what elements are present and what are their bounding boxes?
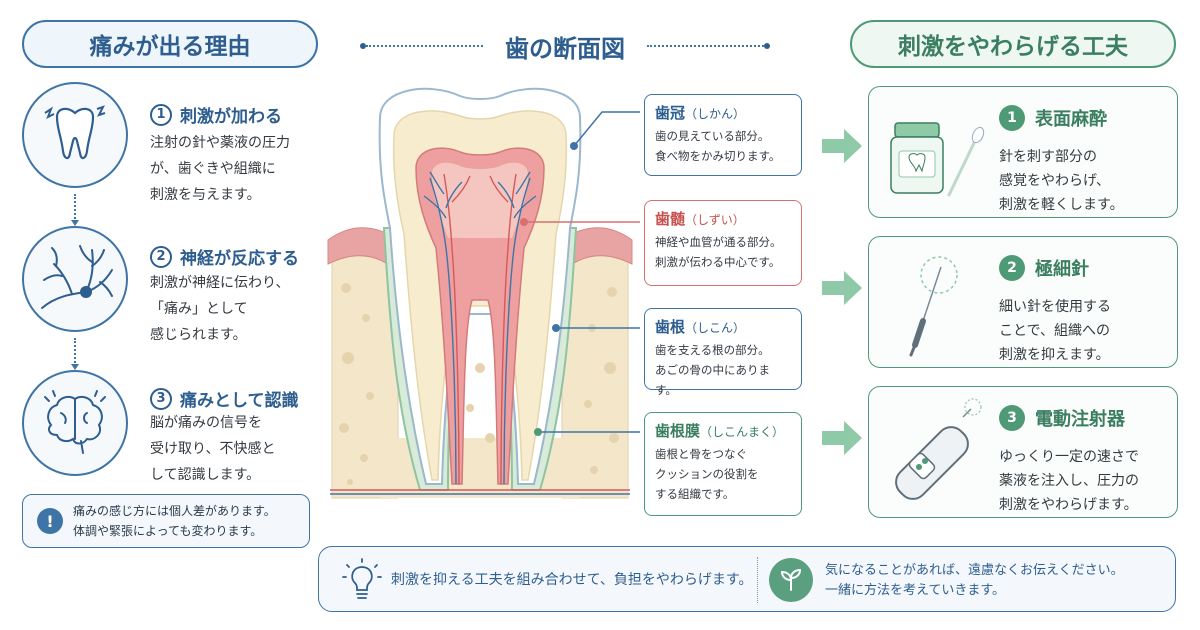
label-ligament-name: 歯根膜 xyxy=(655,422,701,440)
leader-lines xyxy=(538,111,640,433)
label-crown-title: 歯冠（しかん） xyxy=(655,102,791,123)
method-2-heading: 2 極細針 xyxy=(999,255,1089,281)
reason-1-title: 刺激が加わる xyxy=(180,107,282,127)
arrow-right-icon xyxy=(822,421,862,455)
right-title-text: 刺激をやわらげる工夫 xyxy=(898,34,1128,60)
reason-1: 1 刺激が加わる 注射の針や薬液の圧力 が、歯ぐきや組織に 刺激を与えます。 xyxy=(22,82,322,212)
label-ligament-reading: （しこんまく） xyxy=(700,425,785,439)
exclamation-icon: ! xyxy=(37,508,63,534)
method-3-title: 電動注射器 xyxy=(1035,409,1125,430)
reason-3-title: 痛みとして認識 xyxy=(180,391,299,411)
fine-needle-icon xyxy=(909,256,958,357)
reason-1-heading: 1 刺激が加わる xyxy=(150,102,282,127)
title-rule-left xyxy=(366,45,483,47)
bottom-banner: 刺激を抑える工夫を組み合わせて、負担をやわらげます。 気になることがあれば、遠慮… xyxy=(318,546,1176,612)
label-crown: 歯冠（しかん） 歯の見えている部分。 食べ物をかみ切ります。 xyxy=(644,94,802,176)
method-1: 1 表面麻酔 針を刺す部分の 感覚をやわらげ、 刺激を軽くします。 xyxy=(868,86,1178,218)
label-pulp-title: 歯髄（しずい） xyxy=(655,208,791,229)
pointer-root xyxy=(552,324,560,332)
label-pulp-reading: （しずい） xyxy=(685,213,745,227)
pointer-ligament xyxy=(534,428,542,436)
method-1-title: 表面麻酔 xyxy=(1035,109,1107,130)
reason-2-heading: 2 神経が反応する xyxy=(150,244,299,269)
banner-divider xyxy=(757,557,758,603)
reason-1-body: 注射の針や薬液の圧力 が、歯ぐきや組織に 刺激を与えます。 xyxy=(150,135,290,203)
note-text: 痛みの感じ方には個人差があります。 体調や緊張によっても変わります。 xyxy=(73,504,276,538)
reason-2-body: 刺激が神経に伝わり、 「痛み」として 感じられます。 xyxy=(150,275,290,343)
label-pulp-desc: 神経や血管が通る部分。 刺激が伝わる中心です。 xyxy=(655,235,782,269)
method-2-body: 細い針を使用する ことで、組織への 刺激を抑えます。 xyxy=(999,299,1111,363)
tooth-cross-section xyxy=(327,87,640,499)
support-message: 気になることがあれば、遠慮なくお伝えください。 一緒に方法を考えていきます。 xyxy=(825,563,1124,598)
sprout-icon xyxy=(769,558,813,602)
label-root: 歯根（しこん） 歯を支える根の部分。 あごの骨の中にあります。 xyxy=(644,308,802,397)
label-root-desc: 歯を支える根の部分。 あごの骨の中にあります。 xyxy=(655,343,770,397)
reason-connector-2 xyxy=(71,338,79,370)
pointer-crown xyxy=(570,142,578,150)
label-crown-desc: 歯の見えている部分。 食べ物をかみ切ります。 xyxy=(655,129,781,163)
individual-difference-note: ! 痛みの感じ方には個人差があります。 体調や緊張によっても変わります。 xyxy=(22,494,310,548)
label-ligament: 歯根膜（しこんまく） 歯根と骨をつなぐ クッションの役割を する組織です。 xyxy=(644,412,802,516)
arrow-right-icon xyxy=(822,271,862,305)
reason-2-title: 神経が反応する xyxy=(180,249,299,269)
title-dot-left xyxy=(360,43,366,49)
title-rule-right xyxy=(647,45,764,47)
center-title-text: 歯の断面図 xyxy=(505,34,625,63)
method-1-heading: 1 表面麻酔 xyxy=(999,105,1107,131)
lightbulb-icon xyxy=(342,558,382,599)
arrow-right-icon xyxy=(822,129,862,163)
label-ligament-title: 歯根膜（しこんまく） xyxy=(655,420,791,441)
label-pulp-name: 歯髄 xyxy=(655,210,686,228)
reason-3-number: 3 xyxy=(150,387,172,410)
nerve-icon xyxy=(22,226,128,332)
pulp-chamber-highlight xyxy=(432,162,528,238)
method-2: 2 極細針 細い針を使用する ことで、組織への 刺激を抑えます。 xyxy=(868,236,1178,368)
method-2-title: 極細針 xyxy=(1035,259,1089,280)
center-section-title: 歯の断面図 xyxy=(360,22,770,70)
nerves-vessels xyxy=(423,171,537,485)
label-ligament-desc: 歯根と骨をつなぐ クッションの役割を する組織です。 xyxy=(655,447,759,501)
method-3: 3 電動注射器 ゆっくり一定の速さで 薬液を注入し、圧力の 刺激をやわらげます。 xyxy=(868,386,1178,518)
method-1-body: 針を刺す部分の 感覚をやわらげ、 刺激を軽くします。 xyxy=(999,149,1124,213)
title-dot-right xyxy=(764,43,770,49)
reason-3-heading: 3 痛みとして認識 xyxy=(150,386,299,411)
anesthetic-gel-icon xyxy=(890,122,985,197)
pointer-pulp xyxy=(520,218,528,226)
label-root-reading: （しこん） xyxy=(685,321,746,335)
label-crown-reading: （しかん） xyxy=(685,107,746,121)
reason-3: 3 痛みとして認識 脳が痛みの信号を 受け取り、不快感と して認識します。 xyxy=(22,370,322,490)
tooth-pain-icon xyxy=(22,82,128,188)
electric-syringe-icon xyxy=(895,398,982,500)
reason-2-number: 2 xyxy=(150,245,172,268)
label-root-title: 歯根（しこん） xyxy=(655,316,791,337)
left-title-text: 痛みが出る理由 xyxy=(89,34,251,60)
method-2-number: 2 xyxy=(999,255,1025,281)
left-section-title: 痛みが出る理由 xyxy=(22,20,318,68)
bone-pores xyxy=(339,283,619,485)
method-3-body: ゆっくり一定の速さで 薬液を注入し、圧力の 刺激をやわらげます。 xyxy=(999,449,1139,513)
label-root-name: 歯根 xyxy=(655,318,686,336)
method-3-heading: 3 電動注射器 xyxy=(999,405,1125,431)
tip-text: 刺激を抑える工夫を組み合わせて、負担をやわらげます。 xyxy=(391,572,753,588)
brain-icon xyxy=(22,370,128,476)
method-1-number: 1 xyxy=(999,105,1025,131)
reason-2: 2 神経が反応する 刺激が神経に伝わり、 「痛み」として 感じられます。 xyxy=(22,226,322,356)
reason-1-number: 1 xyxy=(150,103,172,126)
label-pulp: 歯髄（しずい） 神経や血管が通る部分。 刺激が伝わる中心です。 xyxy=(644,200,802,286)
method-3-number: 3 xyxy=(999,405,1025,431)
reason-3-body: 脳が痛みの信号を 受け取り、不快感と して認識します。 xyxy=(150,415,276,483)
right-section-title: 刺激をやわらげる工夫 xyxy=(850,20,1176,68)
label-crown-name: 歯冠 xyxy=(655,104,686,122)
reason-connector-1 xyxy=(71,194,79,226)
